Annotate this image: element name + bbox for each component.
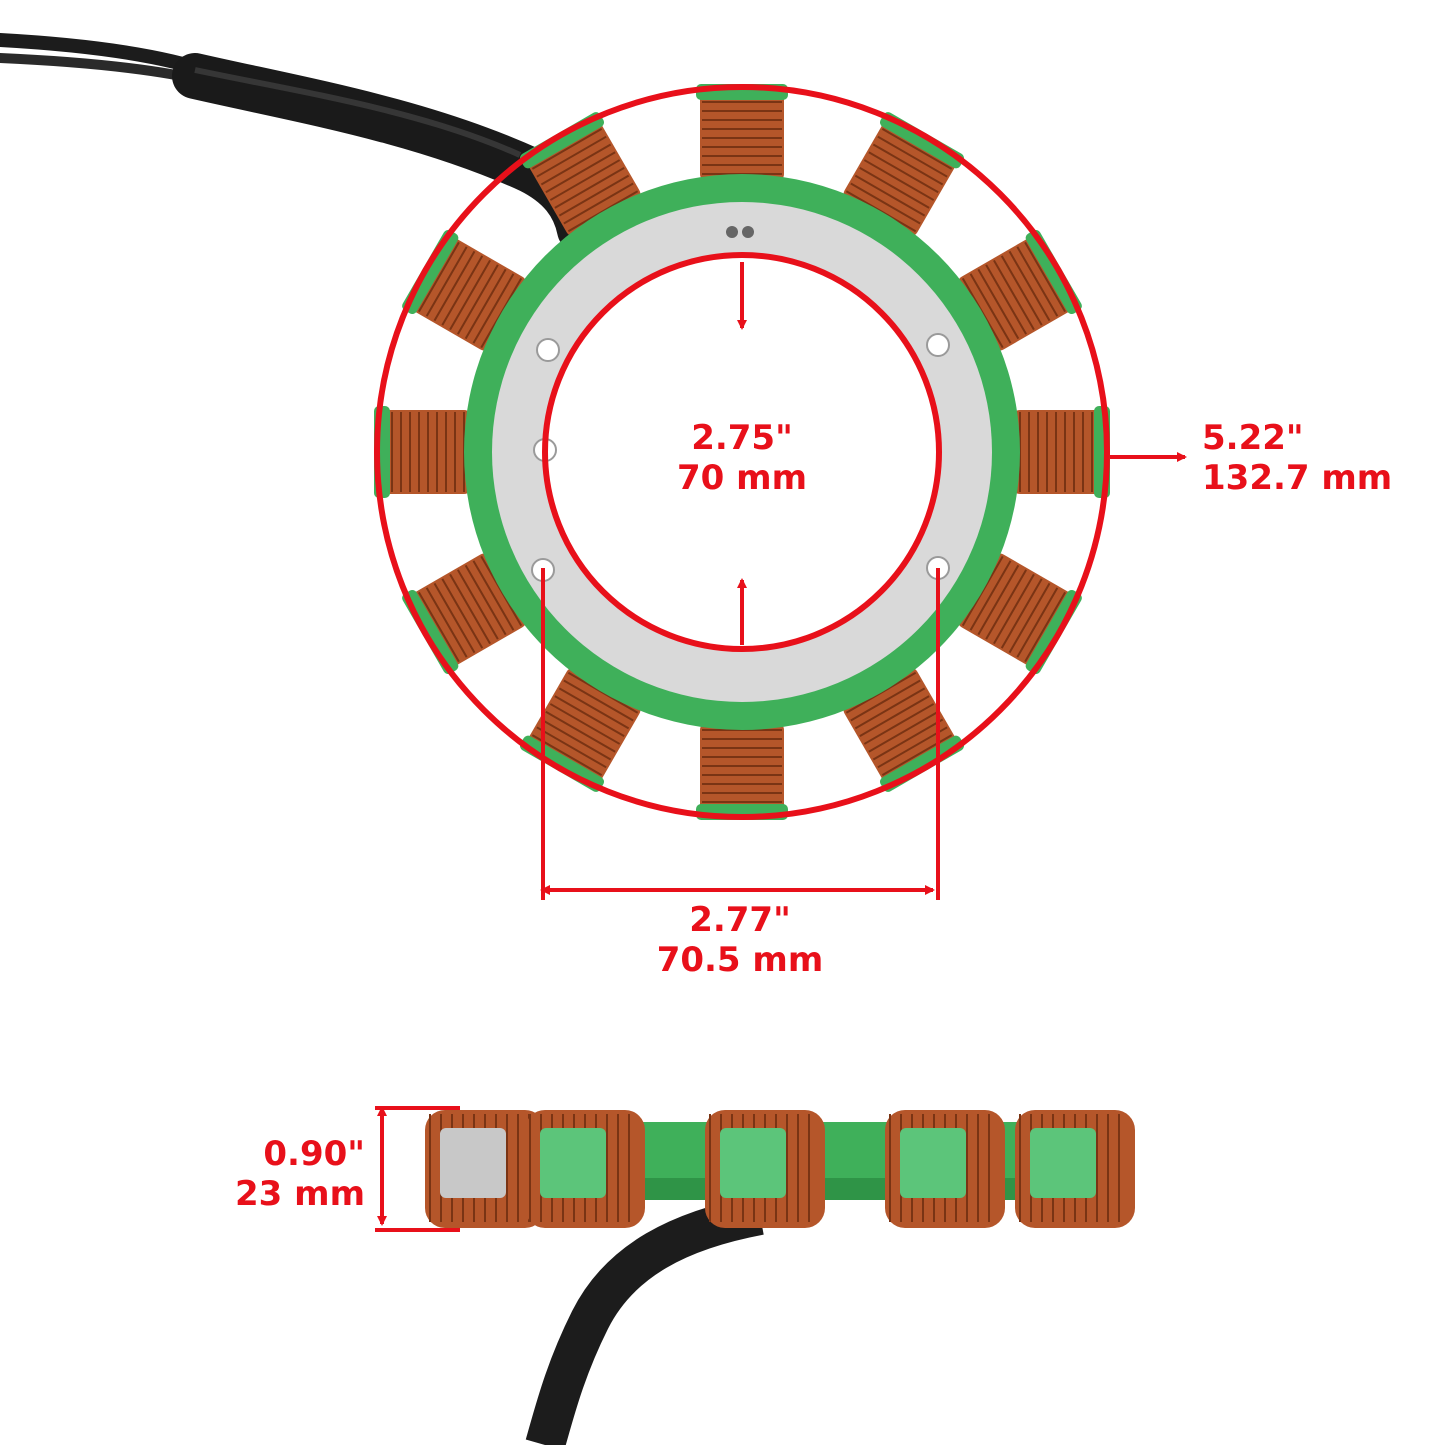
wire-harness-top bbox=[0, 33, 603, 253]
outer-diameter-circle bbox=[374, 84, 1110, 820]
inner-diameter-circle bbox=[542, 252, 942, 652]
coil bbox=[1012, 406, 1110, 498]
coil bbox=[374, 406, 472, 498]
inner-diameter-label: 2.75" 70 mm bbox=[642, 418, 842, 498]
bolt-hole bbox=[926, 333, 950, 357]
coil bbox=[696, 722, 788, 820]
bolt-spacing-inch: 2.77" bbox=[689, 900, 791, 940]
bolt-spacing-mm: 70.5 mm bbox=[656, 940, 824, 980]
outer-diameter-inch: 5.22" bbox=[1202, 418, 1304, 458]
coil bbox=[696, 84, 788, 182]
side-coil bbox=[425, 1110, 545, 1228]
side-coil bbox=[705, 1110, 825, 1228]
side-coil bbox=[525, 1110, 645, 1228]
wire-harness-bottom bbox=[525, 1195, 764, 1445]
dimension-annotations-top bbox=[374, 84, 1187, 900]
side-coil bbox=[885, 1110, 1005, 1228]
inner-diameter-inch: 2.75" bbox=[691, 418, 793, 458]
thickness-annotation bbox=[375, 1106, 460, 1232]
outer-diameter-label: 5.22" 132.7 mm bbox=[1202, 418, 1422, 498]
inner-diameter-mm: 70 mm bbox=[676, 458, 807, 498]
bolt-spacing-label: 2.77" 70.5 mm bbox=[640, 900, 840, 980]
outer-diameter-mm: 132.7 mm bbox=[1202, 458, 1393, 498]
bolt-hole bbox=[536, 338, 560, 362]
stator-side-view bbox=[425, 1110, 1135, 1445]
thickness-label: 0.90" 23 mm bbox=[200, 1134, 365, 1214]
thickness-inch: 0.90" bbox=[263, 1134, 365, 1174]
side-coil bbox=[1015, 1110, 1135, 1228]
thickness-mm: 23 mm bbox=[234, 1174, 365, 1214]
